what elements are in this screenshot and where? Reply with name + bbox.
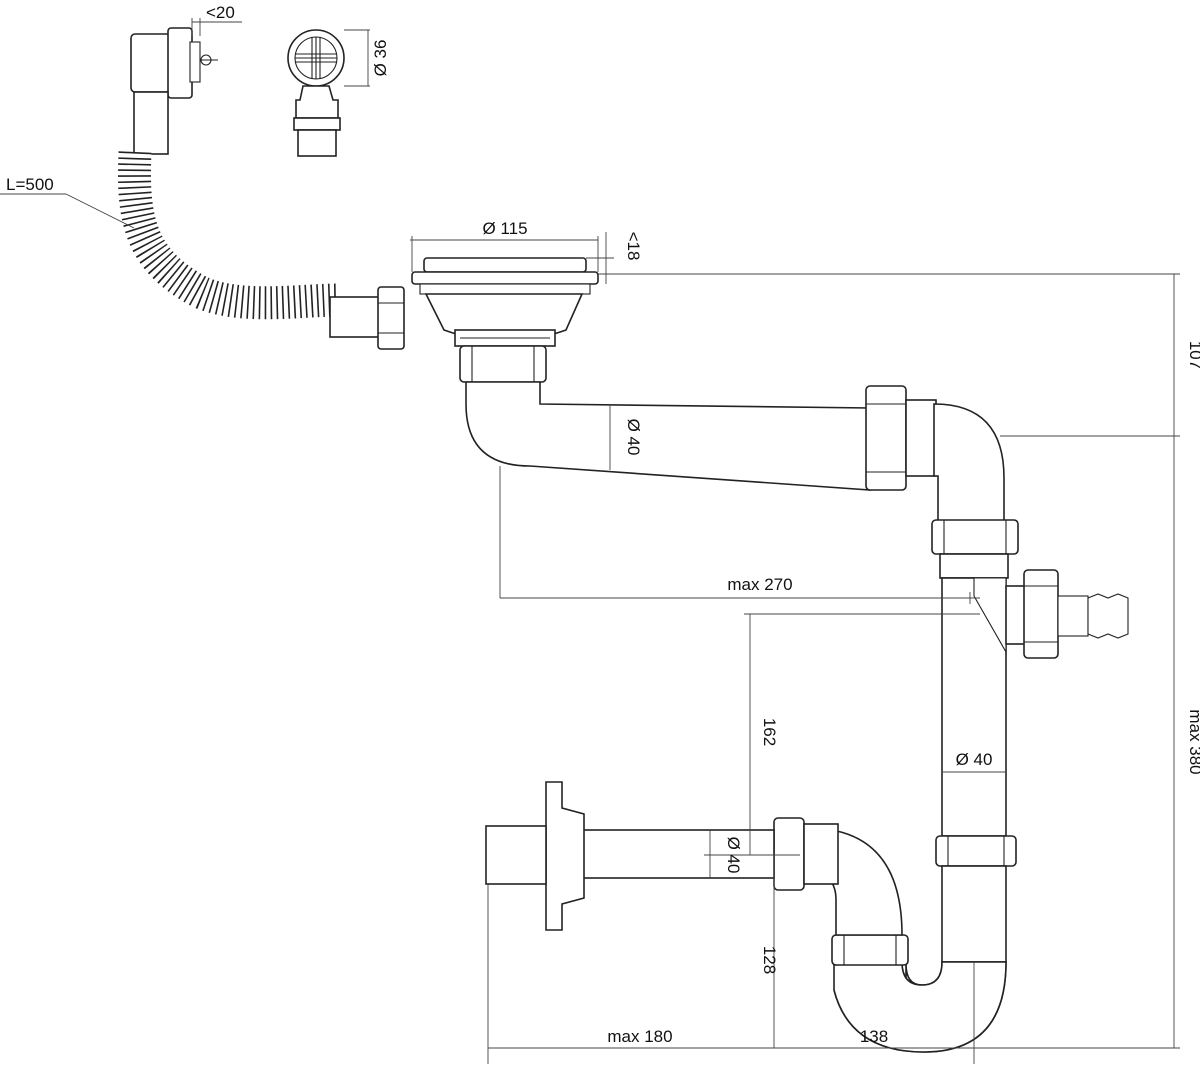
label-strainer-diameter: Ø 115	[482, 219, 527, 238]
dimension-lines	[0, 18, 1180, 1064]
label-plug-clearance: <20	[206, 3, 235, 22]
label-height-max-380: max 380	[1186, 709, 1200, 774]
label-pipe-diameter-horizontal: Ø 40	[624, 419, 643, 456]
label-pipe-diameter-vertical: Ø 40	[956, 750, 993, 769]
outlet-detail	[287, 29, 345, 157]
wall-outlet	[485, 781, 909, 966]
overflow-assembly	[118, 27, 405, 350]
label-height-128: 128	[760, 946, 779, 974]
label-max-width-270: max 270	[727, 575, 792, 594]
label-max-width-180: max 180	[607, 1027, 672, 1046]
label-flange-thickness: <18	[624, 232, 643, 261]
label-overflow-length: L=500	[6, 175, 54, 194]
sink-strainer	[411, 257, 599, 347]
label-height-top: 107	[1186, 341, 1200, 369]
trap-body	[833, 519, 1129, 1053]
label-width-138: 138	[860, 1027, 888, 1046]
label-outlet-diameter-small: Ø 36	[371, 40, 390, 77]
horizontal-arm	[459, 345, 1005, 523]
label-wall-pipe-diameter: Ø 40	[724, 837, 743, 874]
label-height-162: 162	[760, 718, 779, 746]
